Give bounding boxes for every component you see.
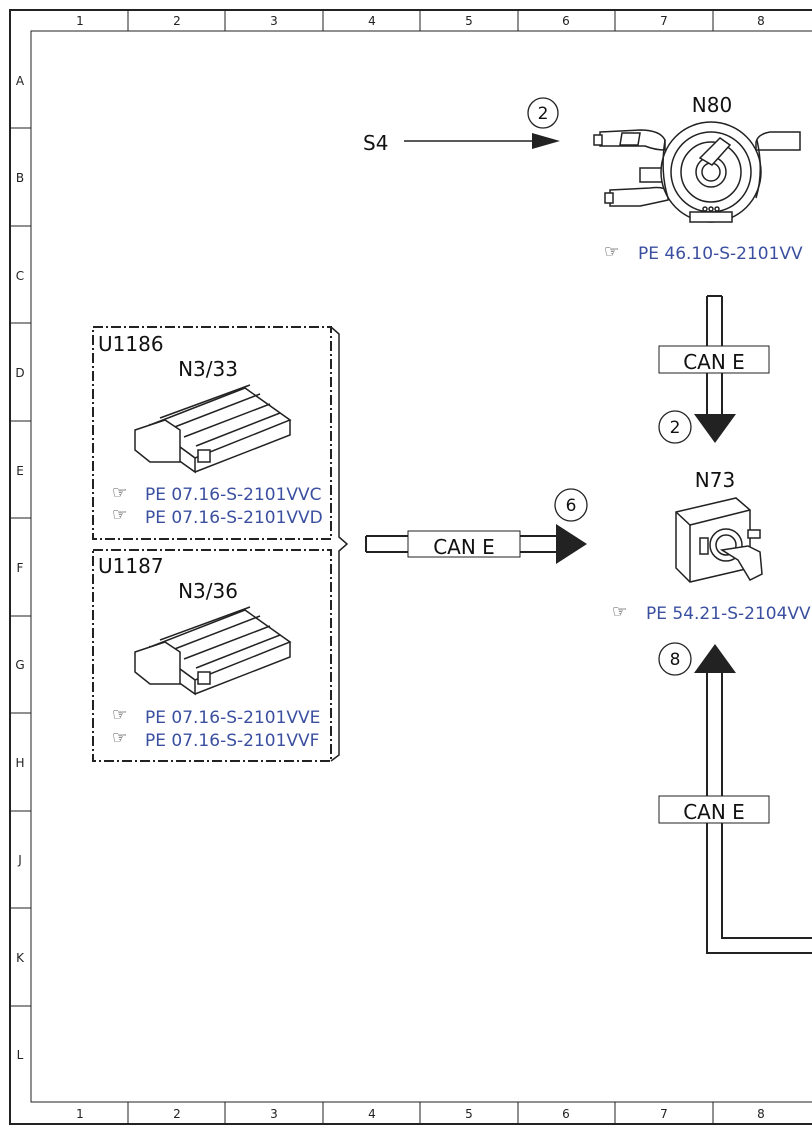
u1186-group-label: U1186 — [98, 332, 164, 356]
row-label-f: F — [17, 561, 24, 575]
pointing-hand-icon: ☞ — [604, 242, 619, 262]
u1187-group-frame — [92, 549, 332, 762]
can-bus-bottom-box — [658, 795, 770, 824]
col-label-4: 4 — [368, 14, 376, 28]
pointing-hand-icon: ☞ — [112, 483, 127, 503]
col-label-bottom-5: 5 — [465, 1107, 473, 1121]
can-bus-top-arrowhead — [694, 414, 736, 443]
col-label-3: 3 — [270, 14, 278, 28]
u1187-ref-row-1: ☞ PE 07.16-S-2101VVE — [112, 705, 320, 728]
n73-label: N73 — [695, 468, 735, 492]
u1187-ref-2: PE 07.16-S-2101VVF — [145, 731, 319, 751]
can-bus-left-arrowhead — [556, 524, 587, 564]
pointing-hand-icon: ☞ — [112, 505, 127, 525]
grid-columns-bottom — [127, 1102, 714, 1124]
row-label-k: K — [16, 951, 25, 965]
callout-circle-n80-n73 — [658, 410, 692, 444]
n3-36-ecu-icon — [134, 606, 292, 696]
can-bus-bottom-label: CAN E — [683, 800, 745, 824]
row-label-g: G — [15, 658, 24, 672]
col-label-bottom-8: 8 — [757, 1107, 765, 1121]
can-bus-left-box — [407, 530, 521, 558]
row-label-h: H — [15, 756, 24, 770]
col-label-8: 8 — [757, 14, 765, 28]
pointing-hand-icon: ☞ — [112, 705, 127, 725]
u1187-group-label: U1187 — [98, 554, 164, 578]
n73-ignition-lock-icon — [675, 497, 763, 583]
callout-circle-s4 — [527, 97, 559, 129]
u1187-component-label: N3/36 — [178, 579, 238, 603]
n80-ref: PE 46.10-S-2101VV — [638, 244, 803, 264]
col-label-bottom-6: 6 — [562, 1107, 570, 1121]
callout-number-n80-n73: 2 — [670, 418, 681, 438]
inner-frame — [30, 30, 812, 1103]
n80-ref-row: ☞ PE 46.10-S-2101VV — [604, 242, 803, 264]
pointing-hand-icon: ☞ — [112, 728, 127, 748]
can-bus-top-label: CAN E — [683, 350, 745, 374]
can-bus-left-label: CAN E — [433, 535, 495, 559]
row-label-b: B — [16, 171, 24, 185]
n80-label: N80 — [692, 93, 732, 117]
callout-number-bottom: 8 — [670, 650, 681, 670]
col-label-2: 2 — [173, 14, 181, 28]
col-label-bottom-4: 4 — [368, 1107, 376, 1121]
n73-ref-row: ☞ PE 54.21-S-2104VV — [612, 602, 811, 624]
u1186-group-frame — [92, 326, 332, 540]
n3-33-ecu-icon — [134, 384, 292, 474]
col-label-6: 6 — [562, 14, 570, 28]
callout-number-ecu: 6 — [566, 496, 577, 516]
row-label-a: A — [16, 74, 25, 88]
col-label-bottom-3: 3 — [270, 1107, 278, 1121]
row-label-c: C — [16, 269, 24, 283]
col-label-5: 5 — [465, 14, 473, 28]
u1186-component-label: N3/33 — [178, 357, 238, 381]
n73-ref: PE 54.21-S-2104VV — [646, 604, 811, 624]
grid-rows-left — [10, 127, 31, 1007]
u1186-ref-row-2: ☞ PE 07.16-S-2101VVD — [112, 505, 323, 528]
row-labels: A B C D E F G H J K L — [15, 74, 25, 1062]
col-label-bottom-2: 2 — [173, 1107, 181, 1121]
u1186-ref-2: PE 07.16-S-2101VVD — [145, 508, 323, 528]
can-bus-bottom-line — [706, 673, 812, 954]
u1187-ref-1: PE 07.16-S-2101VVE — [145, 708, 320, 728]
col-label-bottom-7: 7 — [660, 1107, 668, 1121]
col-label-7: 7 — [660, 14, 668, 28]
u1187-ref-row-2: ☞ PE 07.16-S-2101VVF — [112, 728, 319, 751]
row-label-d: D — [15, 366, 24, 380]
n80-steering-module-icon — [593, 121, 801, 223]
can-bus-bottom-arrowhead — [694, 644, 736, 673]
callout-circle-ecu — [554, 488, 588, 522]
u1186-ref-row-1: ☞ PE 07.16-S-2101VVC — [112, 483, 322, 505]
row-label-j: J — [17, 853, 22, 867]
row-label-e: E — [16, 464, 24, 478]
column-labels-top: 1 2 3 4 5 6 7 8 — [76, 14, 765, 28]
row-label-l: L — [17, 1048, 24, 1062]
can-bus-top-box — [658, 345, 770, 374]
s4-label: S4 — [363, 131, 388, 155]
col-label-bottom-1: 1 — [76, 1107, 84, 1121]
callout-circle-bottom — [658, 642, 692, 676]
col-label-1: 1 — [76, 14, 84, 28]
ecu-group-bracket — [330, 326, 349, 762]
u1186-ref-1: PE 07.16-S-2101VVC — [145, 485, 322, 505]
column-labels-bottom: 1 2 3 4 5 6 7 8 — [76, 1107, 765, 1121]
outer-frame — [9, 9, 812, 1125]
callout-number-s4: 2 — [538, 104, 549, 124]
grid-columns-top — [127, 10, 714, 31]
s4-arrowhead — [532, 133, 560, 149]
pointing-hand-icon: ☞ — [612, 602, 627, 622]
